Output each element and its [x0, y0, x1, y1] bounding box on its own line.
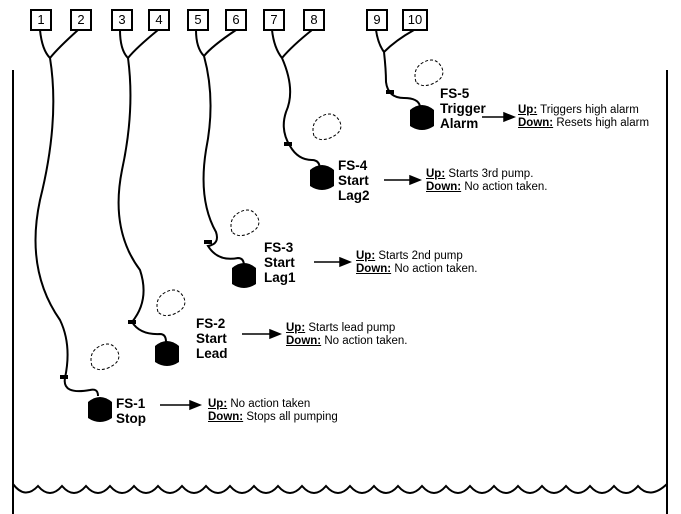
- down-action: No action taken.: [394, 263, 478, 275]
- action-fs3: Up: Starts 2nd pump Down: No action take…: [356, 250, 477, 276]
- up-key: Up:: [426, 168, 446, 180]
- switch-id: FS-5: [440, 86, 470, 101]
- switch-role-line: Start: [264, 255, 295, 270]
- switch-id: FS-4: [338, 158, 368, 173]
- switch-label-fs4: FS-4 Start Lag2: [338, 158, 370, 203]
- switch-id: FS-1: [116, 396, 146, 411]
- cable-fs3: [195, 29, 245, 267]
- water-surface: [12, 483, 668, 494]
- terminal-10: 10: [402, 9, 428, 31]
- action-fs2: Up: Starts lead pump Down: No action tak…: [286, 322, 407, 348]
- float-ghost-fs1: [90, 343, 120, 371]
- float-fs5: [410, 105, 434, 130]
- cable-clamp-fs4: [284, 142, 292, 146]
- cable-fs5: [375, 29, 421, 107]
- float-fs1: [88, 397, 112, 422]
- cable-clamp-fs3: [204, 240, 212, 244]
- down-key: Down:: [208, 411, 244, 423]
- switch-id: FS-3: [264, 240, 294, 255]
- float-fs4: [310, 165, 334, 190]
- cable-clamp-fs5: [386, 90, 394, 94]
- cable-fs4: [271, 29, 321, 171]
- switch-label-fs1: FS-1 Stop: [116, 396, 146, 426]
- terminal-1: 1: [30, 9, 52, 31]
- up-action: No action taken: [230, 398, 311, 410]
- action-fs4: Up: Starts 3rd pump. Down: No action tak…: [426, 168, 547, 194]
- up-key: Up:: [208, 398, 228, 410]
- cable-fs2: [117, 29, 167, 343]
- terminal-3: 3: [111, 9, 133, 31]
- down-key: Down:: [518, 117, 554, 129]
- down-action: Resets high alarm: [556, 117, 650, 129]
- terminal-2: 2: [70, 9, 92, 31]
- switch-label-fs3: FS-3 Start Lag1: [264, 240, 296, 285]
- float-ghost-fs5: [414, 59, 444, 87]
- float-ghost-fs3: [230, 209, 260, 237]
- float-ghost-fs2: [156, 289, 186, 317]
- down-action: No action taken.: [324, 335, 408, 347]
- terminal-6: 6: [225, 9, 247, 31]
- cable-clamp-fs1: [60, 375, 68, 379]
- switch-role-line: Stop: [116, 411, 146, 426]
- switch-role-line: Start: [338, 173, 369, 188]
- float-fs2: [155, 341, 179, 366]
- down-action: No action taken.: [464, 181, 548, 193]
- down-key: Down:: [286, 335, 322, 347]
- terminal-7: 7: [263, 9, 285, 31]
- switch-label-fs5: FS-5 Trigger Alarm: [440, 86, 486, 131]
- switch-label-fs2: FS-2 Start Lead: [196, 316, 228, 361]
- terminal-4: 4: [148, 9, 170, 31]
- up-action: Starts 2nd pump: [378, 250, 463, 262]
- terminal-8: 8: [303, 9, 325, 31]
- arrow-fs3: [314, 256, 353, 268]
- down-key: Down:: [426, 181, 462, 193]
- cable-clamp-fs2: [128, 320, 136, 324]
- float-fs3: [232, 263, 256, 288]
- terminal-9: 9: [366, 9, 388, 31]
- terminal-5: 5: [187, 9, 209, 31]
- up-key: Up:: [518, 104, 538, 116]
- arrow-fs4: [384, 174, 423, 186]
- action-fs5: Up: Triggers high alarm Down: Resets hig…: [518, 104, 649, 130]
- float-ghost-fs4: [312, 113, 342, 141]
- switch-role-line: Lag1: [264, 270, 296, 285]
- switch-role-line: Lead: [196, 346, 228, 361]
- switch-role-line: Trigger: [440, 101, 486, 116]
- arrow-fs5: [482, 111, 517, 123]
- arrow-fs1: [160, 399, 203, 411]
- switch-id: FS-2: [196, 316, 226, 331]
- down-key: Down:: [356, 263, 392, 275]
- up-action: Starts lead pump: [308, 322, 396, 334]
- up-key: Up:: [286, 322, 306, 334]
- arrow-fs2: [242, 328, 283, 340]
- switch-role-line: Alarm: [440, 116, 479, 131]
- up-action: Triggers high alarm: [540, 104, 639, 116]
- action-fs1: Up: No action taken Down: Stops all pump…: [208, 398, 338, 424]
- cable-fs1: [34, 29, 99, 397]
- up-key: Up:: [356, 250, 376, 262]
- up-action: Starts 3rd pump.: [448, 168, 534, 180]
- switch-role-line: Lag2: [338, 188, 370, 203]
- switch-role-line: Start: [196, 331, 227, 346]
- down-action: Stops all pumping: [246, 411, 338, 423]
